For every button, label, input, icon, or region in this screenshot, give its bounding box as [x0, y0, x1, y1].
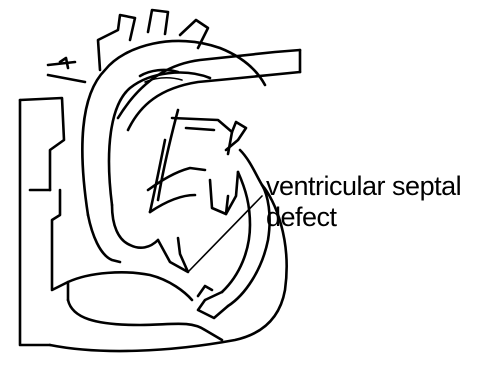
label-ventricular-septal: ventricular septal — [266, 171, 461, 201]
label-defect: defect — [266, 202, 338, 232]
left-atrium — [172, 118, 246, 154]
defect-pointer-line — [188, 196, 262, 272]
pulmonary-artery — [118, 50, 300, 130]
ventricle-wall — [50, 185, 287, 351]
vena-cava — [20, 98, 68, 345]
